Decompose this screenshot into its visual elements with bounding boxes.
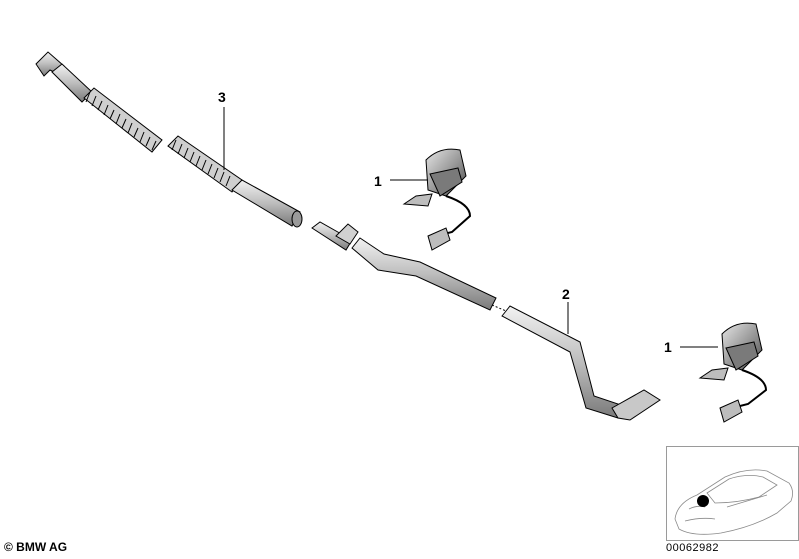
nozzle-upper-plug	[427, 227, 451, 251]
nozzle-lower-tip	[698, 367, 729, 381]
callout-3: 3	[218, 89, 226, 105]
nozzle-part-1-lower	[698, 322, 768, 423]
nozzle-part-1-upper	[402, 148, 472, 251]
nozzle-upper-tip	[402, 193, 433, 207]
hose-part-3	[35, 51, 303, 228]
hose-2-elbow	[611, 389, 661, 421]
nozzle-lower-plug	[719, 399, 743, 423]
location-marker-icon	[697, 495, 709, 507]
hose-3-end-tube	[231, 179, 301, 227]
document-number: 00062982	[666, 542, 719, 554]
hose-3-corrugation-b	[167, 135, 243, 193]
copyright-text: © BMW AG	[4, 540, 68, 554]
hose-2-segment-a	[351, 237, 497, 311]
hose-3-end-cap	[291, 210, 303, 228]
hose-3-corrugation-a	[83, 87, 163, 153]
callout-1-upper: 1	[374, 173, 382, 189]
callout-leaders	[223, 107, 718, 348]
callout-2: 2	[562, 286, 570, 302]
hose-part-2	[311, 221, 661, 421]
car-silhouette-icon	[674, 469, 793, 535]
vehicle-location-inset	[666, 446, 799, 541]
hose-2-segment-b	[501, 305, 625, 419]
callout-1-lower: 1	[664, 339, 672, 355]
